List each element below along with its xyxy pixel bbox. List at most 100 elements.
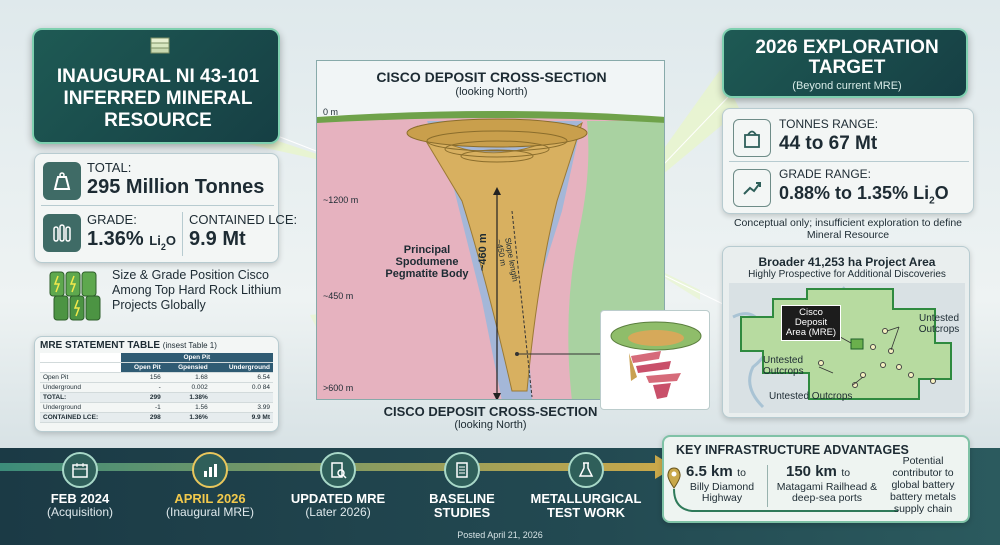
infra-item-highway: 6.5 km to xyxy=(686,463,746,480)
cross-section-bottom-title: CISCO DEPOSIT CROSS-SECTION xyxy=(383,404,598,419)
table-cell: CONTAINED LCE: xyxy=(40,412,121,423)
target-title-card: 2026 EXPLORATION TARGET (Beyond current … xyxy=(722,28,968,98)
depth-label: >600 m xyxy=(323,383,354,393)
table-cell: 1.38% xyxy=(163,392,211,403)
mre-table-card: MRE STATEMENT TABLE (insest Table 1) Ope… xyxy=(34,336,279,432)
tonnes-value: 44 to 67 Mt xyxy=(779,133,878,154)
table-cell: 0.002 xyxy=(163,382,211,393)
project-area-title: Broader 41,253 ha Project Area xyxy=(758,255,936,269)
posted-date: Posted April 21, 2026 xyxy=(457,530,543,540)
timeline-milestone: APRIL 2026(Inaugural MRE) xyxy=(150,450,270,519)
table-header-cell xyxy=(40,362,121,373)
table-cell: TOTAL: xyxy=(40,392,121,403)
pegmatite-label: Principal Spodumene Pegmatite Body xyxy=(385,244,469,280)
timeline-milestone: METALLURGICAL TEST WORK xyxy=(526,450,646,520)
stack-icon xyxy=(148,36,172,63)
resource-title: INAUGURAL NI 43-101 INFERRED MINERAL RES… xyxy=(56,66,260,131)
grade-range-label: GRADE RANGE: xyxy=(779,167,872,181)
target-note: Conceptual only; insufficient exploratio… xyxy=(733,217,963,241)
project-area-subtitle: Highly Prospective for Additional Discov… xyxy=(748,269,946,280)
cross-section-subtitle: (looking North) xyxy=(455,86,528,98)
table-cell: 298 xyxy=(120,412,164,423)
deposit-area-label: Cisco Deposit Area (MRE) xyxy=(781,305,841,341)
timeline-sublabel: (Later 2026) xyxy=(305,505,371,519)
location-pin-icon xyxy=(666,467,682,494)
depth-label: ~1200 m xyxy=(323,195,359,205)
contributor-text: Potential contributor to global battery … xyxy=(890,455,956,515)
table-cell: 9.9 Mt xyxy=(210,412,273,423)
resource-title-card: INAUGURAL NI 43-101 INFERRED MINERAL RES… xyxy=(32,28,280,144)
lce-value: 9.9 Mt xyxy=(189,228,246,250)
trend-up-icon xyxy=(733,169,771,207)
deposit-3d-model xyxy=(600,310,710,410)
test-tubes-icon xyxy=(43,214,81,252)
timeline-sublabel: (Acquisition) xyxy=(46,505,114,519)
table-cell xyxy=(210,392,273,403)
table-header-cell: Open Pit xyxy=(120,362,164,373)
table-cell: Underground xyxy=(40,382,121,393)
timeline-label: APRIL 2026 xyxy=(174,491,246,506)
table-header-cell: Underground xyxy=(210,362,273,373)
timeline-label: BASELINE STUDIES xyxy=(429,491,495,520)
timeline: FEB 2024(Acquisition)APRIL 2026(Inaugura… xyxy=(0,450,680,545)
table-cell: 0.0 84 xyxy=(210,382,273,393)
table-cell: 299 xyxy=(120,392,164,403)
total-label: TOTAL: xyxy=(87,160,132,175)
cross-section-bottom-subtitle: (looking North) xyxy=(454,419,527,431)
tonnes-label: TONNES RANGE: xyxy=(779,117,879,131)
cross-section-title: CISCO DEPOSIT CROSS-SECTION xyxy=(376,69,607,85)
table-cell: 156 xyxy=(120,372,164,383)
grade-range-value: 0.88% to 1.35% Li2O xyxy=(779,183,949,207)
railhead-label: Matagami Railhead & deep-sea ports xyxy=(776,481,878,504)
bar-chart-icon xyxy=(192,452,228,488)
timeline-milestone: FEB 2024(Acquisition) xyxy=(20,450,140,519)
shopping-bag-icon xyxy=(733,119,771,157)
table-cell: Underground xyxy=(40,402,121,413)
depth-label: 0 m xyxy=(323,107,339,117)
flask-icon xyxy=(568,452,604,488)
table-header-cell: Gpensied xyxy=(163,362,211,373)
table-cell: 1.36% xyxy=(163,412,211,423)
outcrops-label: Untested Outcrops xyxy=(763,355,804,377)
timeline-milestone: UPDATED MRE(Later 2026) xyxy=(278,450,398,519)
timeline-milestone: BASELINE STUDIES xyxy=(402,450,522,520)
document-icon xyxy=(444,452,480,488)
infrastructure-card: KEY INFRASTRUCTURE ADVANTAGES 6.5 km to … xyxy=(662,435,970,523)
document-search-icon xyxy=(320,452,356,488)
infrastructure-title: KEY INFRASTRUCTURE ADVANTAGES xyxy=(676,443,909,457)
table-cell: 6.54 xyxy=(210,372,273,383)
timeline-label: FEB 2024 xyxy=(50,491,110,506)
battery-icon xyxy=(46,266,104,331)
target-stats-card: TONNES RANGE: 44 to 67 Mt GRADE RANGE: 0… xyxy=(722,108,974,214)
grade-value: 1.36% Li2O xyxy=(87,228,176,252)
target-subtitle: (Beyond current MRE) xyxy=(792,80,902,92)
table-cell: -1 xyxy=(120,402,164,413)
position-text: Size & Grade Position Cisco Among Top Ha… xyxy=(112,268,282,312)
timeline-label: METALLURGICAL TEST WORK xyxy=(530,491,642,520)
grade-label: GRADE: xyxy=(87,212,137,227)
weight-icon xyxy=(43,162,81,200)
table-cell: 3.99 xyxy=(210,402,273,413)
calendar-icon xyxy=(62,452,98,488)
timeline-sublabel: (Inaugural MRE) xyxy=(165,505,255,519)
table-cell: Open Pit xyxy=(40,372,121,383)
resource-stats-card: TOTAL: 295 Million Tonnes GRADE: 1.36% L… xyxy=(34,153,297,263)
timeline-label: UPDATED MRE xyxy=(290,491,386,506)
lce-label: CONTAINED LCE: xyxy=(189,212,298,227)
infra-item-railhead: 150 km to xyxy=(786,463,851,480)
outcrops-label: Untested Outcrops xyxy=(769,391,853,402)
target-title: 2026 EXPLORATION TARGET xyxy=(755,37,939,78)
table-cell: - xyxy=(120,382,164,393)
depth-label: ~450 m xyxy=(323,291,354,301)
table-cell: 1.56 xyxy=(163,402,211,413)
highway-label: Billy Diamond Highway xyxy=(689,481,755,504)
project-area-map: Broader 41,253 ha Project Area Highly Pr… xyxy=(722,246,970,418)
mre-table-heading: MRE STATEMENT TABLE (insest Table 1) xyxy=(40,340,217,351)
outcrops-label: Untested Outcrops xyxy=(918,313,960,335)
